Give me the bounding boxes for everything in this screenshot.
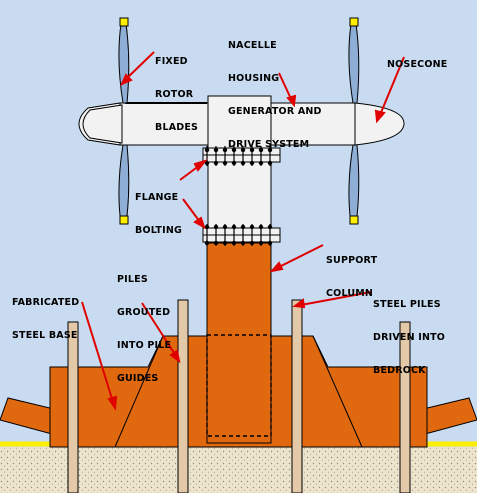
label-line: NACELLE	[228, 40, 277, 51]
leader-lines	[81, 51, 405, 411]
label-line: HOUSING	[228, 73, 280, 84]
label-nosecone: NOSECONE	[387, 37, 447, 92]
leader-support-column	[276, 244, 324, 269]
label-line: STEEL BASE	[12, 330, 78, 341]
steel-pile-1	[67, 321, 79, 493]
flange-upper	[202, 146, 281, 166]
label-line: COLUMN	[326, 288, 374, 299]
steel-pile-4	[399, 321, 411, 493]
label-line: STEEL PILES	[373, 299, 441, 310]
label-line: INTO PILE	[117, 340, 172, 351]
label-piles-grouted: PILES GROUTED INTO PILE GUIDES	[117, 252, 171, 406]
label-line: DRIVE SYSTEM	[228, 139, 310, 150]
leader-steel-piles	[300, 291, 372, 306]
label-line: BLADES	[155, 122, 199, 133]
base-edge-right	[312, 335, 363, 448]
flange-lower	[202, 224, 281, 246]
label-steel-piles: STEEL PILES DRIVEN INTO BEDROCK	[373, 277, 445, 398]
column-socket-dashed	[206, 334, 272, 437]
label-nacelle-housing: NACELLE HOUSING GENERATOR AND DRIVE SYST…	[228, 18, 322, 172]
base-strut-left	[0, 397, 59, 435]
label-line: FIXED	[155, 56, 188, 67]
label-line: BEDROCK	[373, 365, 426, 376]
base-strut-right	[418, 397, 477, 435]
label-line: FABRICATED	[12, 297, 80, 308]
label-line: GUIDES	[117, 373, 159, 384]
steel-pile-3	[291, 299, 303, 493]
label-support-column: SUPPORT COLUMN	[326, 233, 377, 321]
leader-piles-grouted	[141, 302, 177, 357]
label-fixed-rotor-blades: FIXED ROTOR BLADES	[155, 34, 198, 155]
rear-tail-cone	[82, 104, 123, 144]
label-line: FLANGE	[135, 192, 179, 203]
label-line: DRIVEN INTO	[373, 332, 446, 343]
base-edge-left	[114, 335, 164, 448]
tower-housing	[207, 95, 272, 244]
rotor-front	[348, 17, 360, 225]
support-column	[206, 242, 272, 444]
label-line: SUPPORT	[326, 255, 378, 266]
label-flange-bolting: FLANGE BOLTING	[135, 170, 182, 258]
label-line: NOSECONE	[387, 59, 448, 70]
nosecone	[354, 102, 405, 146]
leader-nosecone	[379, 56, 405, 116]
label-line: BOLTING	[135, 225, 182, 236]
steel-pile-2	[177, 299, 189, 493]
label-line: ROTOR	[155, 89, 194, 100]
label-line: GROUTED	[117, 307, 171, 318]
label-fabricated-steel-base: FABRICATED STEEL BASE	[12, 275, 79, 363]
seabed	[0, 447, 477, 493]
leader-fabricated-steel-base	[81, 301, 114, 403]
leader-nacelle	[278, 72, 293, 102]
leader-flange-lower	[182, 198, 201, 223]
label-line: GENERATOR AND	[228, 106, 322, 117]
leader-fixed-rotor-blades	[124, 51, 155, 81]
label-line: PILES	[117, 274, 148, 285]
